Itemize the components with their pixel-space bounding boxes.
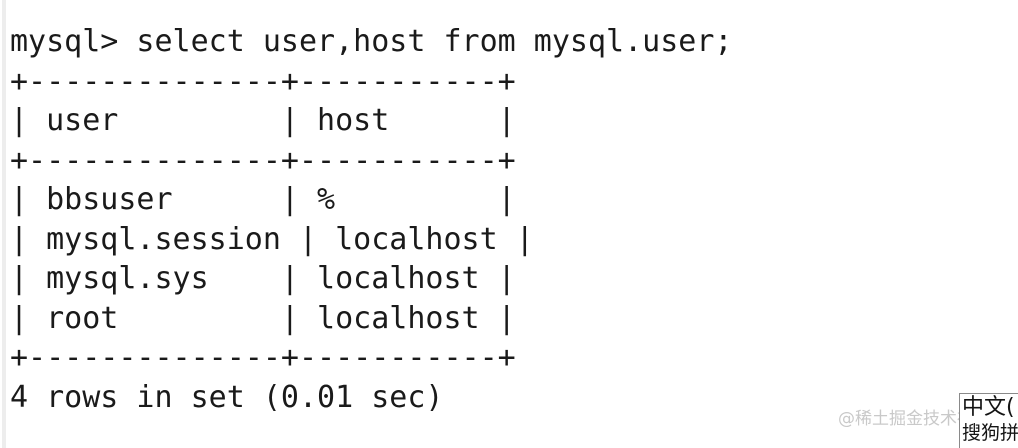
table-row: | mysql.sys | localhost |: [10, 261, 516, 296]
terminal-output: mysql> select user,host from mysql.user;…: [10, 22, 1010, 417]
ime-mode-label[interactable]: 中文(: [962, 395, 1015, 420]
table-separator-bottom: +--------------+-----------+: [10, 340, 516, 375]
table-separator-mid: +--------------+-----------+: [10, 142, 516, 178]
prompt-line: mysql> select user,host from mysql.user;: [10, 24, 733, 59]
table-row: | mysql.session | localhost |: [10, 221, 534, 257]
table-separator-top: +--------------+-----------+: [10, 63, 516, 99]
watermark-text: @稀土掘金技术社区: [838, 409, 991, 429]
left-edge-gutter: [2, 0, 6, 448]
table-header-row: | user | host |: [10, 103, 516, 138]
ime-status-popup[interactable]: 中文( 搜狗拼: [959, 393, 1018, 448]
table-row: | bbsuser | % |: [10, 182, 516, 217]
status-line: 4 rows in set (0.01 sec): [10, 379, 444, 415]
table-row: | root | localhost |: [10, 300, 516, 336]
ime-engine-label[interactable]: 搜狗拼: [962, 422, 1018, 444]
